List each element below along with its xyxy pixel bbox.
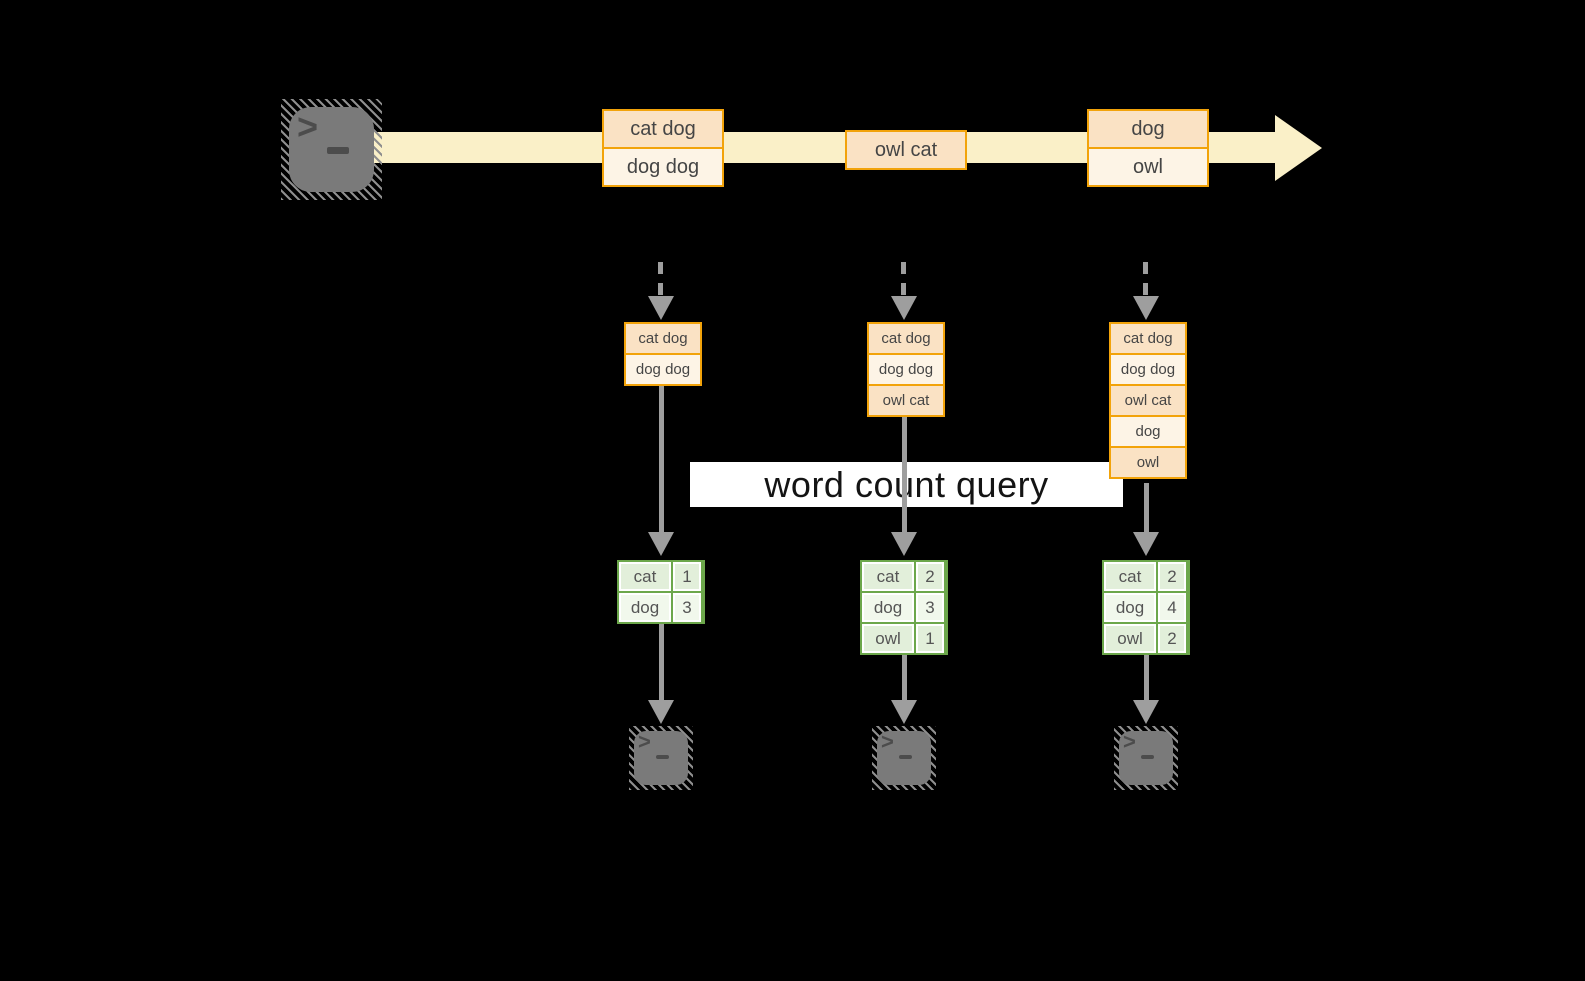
state-row: owl cat [869,384,943,415]
query-arrow [659,386,664,534]
count-cell: 1 [916,624,944,653]
source-terminal-icon: > [281,99,382,200]
word-cell: cat [1104,562,1156,591]
arrow-head-icon [648,532,674,556]
count-cell: 4 [1158,593,1186,622]
arrow-head-icon [648,700,674,724]
state-row: owl [1111,446,1185,477]
ingest-arrow-dashed [901,262,906,298]
stream-batch-3: dog owl [1087,109,1209,187]
prompt-chevron-icon: > [881,729,894,754]
output-terminal-icon: > [1114,726,1178,790]
batch-row: cat dog [604,111,722,147]
arrow-head-icon [1133,700,1159,724]
word-cell: dog [862,593,914,622]
output-arrow [659,624,664,702]
batch-row: owl [1089,147,1207,185]
count-cell: 2 [1158,624,1186,653]
batch-row: owl cat [847,132,965,168]
state-buffer-1: cat dog dog dog [624,322,702,386]
word-cell: owl [1104,624,1156,653]
state-buffer-2: cat dog dog dog owl cat [867,322,945,417]
batch-row: dog [1089,111,1207,147]
count-cell: 2 [916,562,944,591]
arrow-head-icon [1133,532,1159,556]
prompt-cursor-icon [1141,755,1154,759]
prompt-cursor-icon [327,147,349,154]
state-buffer-3: cat dog dog dog owl cat dog owl [1109,322,1187,479]
output-arrow [1144,655,1149,702]
count-cell: 1 [673,562,701,591]
word-cell: owl [862,624,914,653]
arrow-head-icon [891,296,917,320]
word-cell: cat [862,562,914,591]
count-cell: 3 [916,593,944,622]
count-cell: 3 [673,593,701,622]
count-cell: 2 [1158,562,1186,591]
state-row: owl cat [1111,384,1185,415]
state-row: dog [1111,415,1185,446]
output-terminal-icon: > [872,726,936,790]
state-row: cat dog [626,324,700,353]
state-row: dog dog [1111,353,1185,384]
word-count-table-1: cat 1 dog 3 [617,560,705,624]
query-arrow [1144,483,1149,534]
word-cell: dog [1104,593,1156,622]
output-arrow [902,655,907,702]
prompt-cursor-icon [656,755,669,759]
ingest-arrow-dashed [1143,262,1148,298]
prompt-chevron-icon: > [1123,729,1136,754]
arrow-head-icon [891,700,917,724]
word-cell: dog [619,593,671,622]
prompt-chevron-icon: > [638,729,651,754]
batch-row: dog dog [604,147,722,185]
arrow-head-icon [891,532,917,556]
word-count-table-3: cat 2 dog 4 owl 2 [1102,560,1190,655]
prompt-cursor-icon [899,755,912,759]
state-row: cat dog [869,324,943,353]
arrow-head-icon [648,296,674,320]
word-cell: cat [619,562,671,591]
query-arrow [902,417,907,534]
stream-batch-1: cat dog dog dog [602,109,724,187]
output-terminal-icon: > [629,726,693,790]
state-row: dog dog [869,353,943,384]
state-row: dog dog [626,353,700,384]
ingest-arrow-dashed [658,262,663,298]
arrow-head-icon [1133,296,1159,320]
stream-batch-2: owl cat [845,130,967,170]
prompt-chevron-icon: > [297,106,319,147]
stream-arrow-head-icon [1275,115,1322,181]
state-row: cat dog [1111,324,1185,353]
word-count-table-2: cat 2 dog 3 owl 1 [860,560,948,655]
